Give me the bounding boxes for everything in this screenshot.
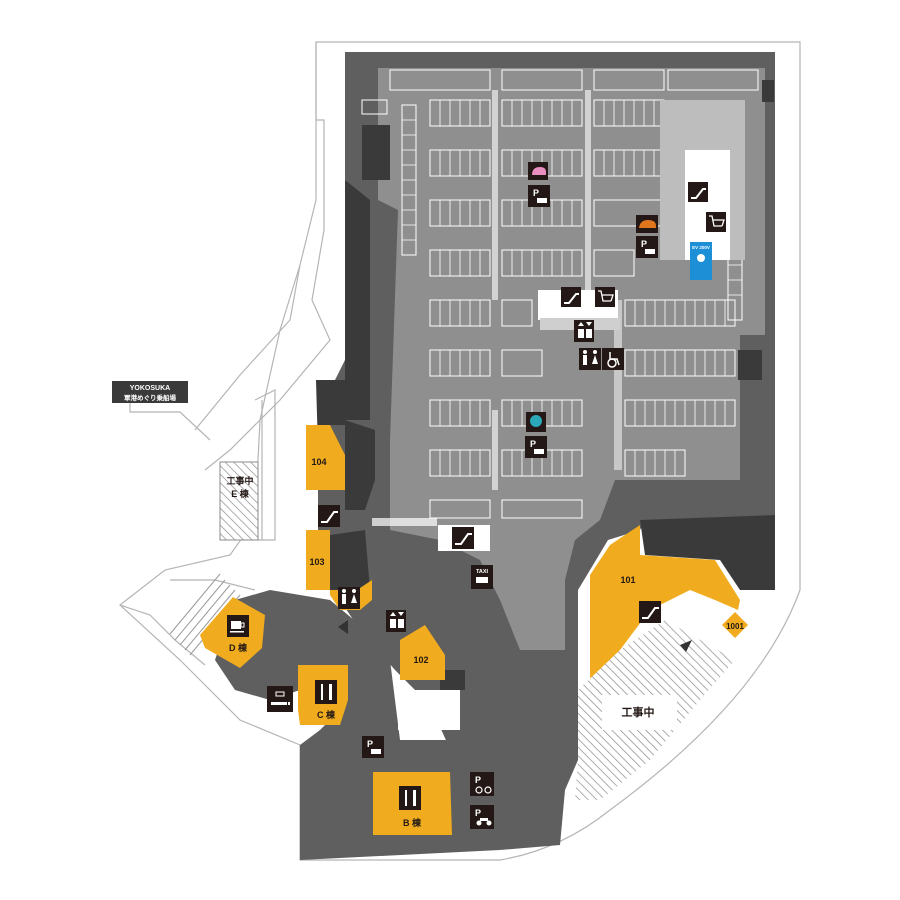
bicycle-parking-icon <box>475 786 492 794</box>
taxi-label: TAXI <box>476 569 489 575</box>
elevator-marker-1[interactable] <box>574 320 594 342</box>
zone-bear[interactable] <box>528 162 548 180</box>
bear-icon <box>532 167 546 175</box>
lion-icon <box>530 415 542 427</box>
restaurant-icon <box>321 684 332 700</box>
escalator-marker-1[interactable] <box>688 182 708 202</box>
escalator-icon <box>642 607 659 619</box>
cart-marker-1[interactable] <box>706 212 726 232</box>
elevator-icon <box>578 322 592 338</box>
svg-text:P: P <box>367 739 373 749</box>
escalator-marker-2[interactable] <box>561 287 581 307</box>
zone-hippo[interactable] <box>636 215 658 233</box>
escalator-marker-3[interactable] <box>318 505 340 527</box>
restaurant-icon <box>405 790 416 806</box>
facility-icons: P P P P P P <box>227 162 726 829</box>
escalator-icon <box>321 511 338 523</box>
bicycle-parking-marker[interactable]: P <box>470 772 494 796</box>
restaurant-marker-c[interactable] <box>315 680 337 704</box>
restaurant-marker-b[interactable] <box>399 786 421 810</box>
motorcycle-parking-icon <box>476 818 492 826</box>
accessible-restroom-marker[interactable] <box>602 348 624 370</box>
cafe-marker[interactable] <box>227 615 249 637</box>
restroom-marker-2[interactable] <box>338 587 360 609</box>
unit-104-shape[interactable] <box>306 425 345 490</box>
direction-arrow-left <box>338 620 348 634</box>
yokosuka-title: YOKOSUKA <box>130 385 170 392</box>
dark-structures <box>316 80 775 690</box>
unit-102-shape[interactable] <box>400 625 445 680</box>
building-d-label: D 棟 <box>229 642 248 653</box>
elevator-icon <box>390 612 404 628</box>
svg-text:P: P <box>533 188 539 198</box>
car-parking-marker-2[interactable]: P <box>636 236 658 258</box>
ev-plug-icon <box>697 254 705 262</box>
svg-text:P: P <box>641 239 647 249</box>
taxi-icon <box>476 577 488 583</box>
yokosuka-subtitle: 軍港めぐり乗船場 <box>124 393 177 402</box>
cart-marker-2[interactable] <box>595 287 615 307</box>
unit-104-label: 104 <box>311 457 326 467</box>
hippo-icon <box>639 220 656 228</box>
construction-area-e <box>219 461 259 541</box>
cafe-icon <box>230 621 245 633</box>
restroom-icon <box>583 350 598 365</box>
construction-main-label: 工事中 <box>622 705 655 719</box>
smoking-area-marker[interactable] <box>267 686 293 712</box>
motorcycle-parking-marker[interactable]: P <box>470 805 494 829</box>
boarding-point[interactable]: YOKOSUKA 軍港めぐり乗船場 <box>112 381 188 403</box>
car-parking-marker-4[interactable]: P <box>362 736 384 758</box>
car-parking-icon <box>537 198 547 203</box>
building-b-label: B 棟 <box>403 817 422 828</box>
construction-main-box <box>602 695 677 730</box>
unit-101-label: 101 <box>620 575 635 585</box>
unit-1001-label: 1001 <box>726 622 744 631</box>
unit-labels: 104 103 102 101 1001 D 棟 C 棟 B 棟 工事中 E 棟… <box>226 457 744 828</box>
unit-101-shape[interactable] <box>590 525 740 680</box>
shopping-cart-icon <box>709 215 725 227</box>
ev-charger-label: EV 200V <box>692 245 710 250</box>
smoking-area-icon <box>271 691 290 705</box>
wheelchair-icon <box>607 352 620 368</box>
unit-1001-shape[interactable] <box>722 612 748 638</box>
crosswalks <box>372 90 622 526</box>
escalator-icon <box>564 293 579 304</box>
taxi-stand-marker[interactable]: TAXI <box>471 565 493 589</box>
car-parking-marker-3[interactable]: P <box>525 436 547 458</box>
building-e-label: E 棟 <box>231 488 250 499</box>
escalator-marker-5[interactable] <box>639 601 661 623</box>
escalator-icon <box>691 188 706 199</box>
restroom-marker-1[interactable] <box>579 348 601 370</box>
car-parking-marker-1[interactable]: P <box>528 185 550 207</box>
escalator-icon <box>455 533 472 545</box>
unit-103-label: 103 <box>309 557 324 567</box>
car-parking-icon <box>534 449 544 454</box>
elevator-marker-2[interactable] <box>386 610 406 632</box>
construction-e-label: 工事中 <box>226 475 253 486</box>
car-parking-icon <box>645 249 655 254</box>
shopping-cart-icon <box>598 290 614 302</box>
svg-text:P: P <box>475 775 481 785</box>
direction-arrow-right <box>680 640 692 652</box>
restroom-icon <box>342 589 357 604</box>
ev-charging-station[interactable]: EV 200V <box>690 242 712 280</box>
escalator-marker-4[interactable] <box>452 527 474 549</box>
svg-text:P: P <box>530 439 536 449</box>
zone-lion[interactable] <box>526 412 546 432</box>
svg-text:P: P <box>475 808 481 818</box>
building-c-label: C 棟 <box>317 709 336 720</box>
car-parking-icon <box>371 749 381 754</box>
unit-102-label: 102 <box>413 655 428 665</box>
